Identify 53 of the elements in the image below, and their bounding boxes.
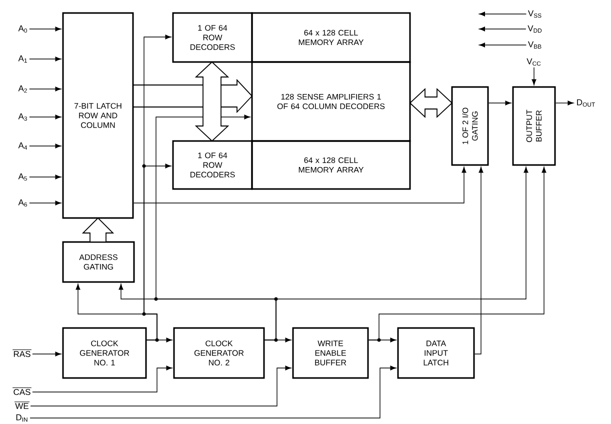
arrow	[555, 100, 574, 106]
memory-array-box: 64 x 128 CELL MEMORY ARRAY	[251, 12, 411, 63]
signal-label: A$_{6}$	[18, 199, 27, 207]
arrow	[488, 100, 512, 106]
memory-array-box: 64 x 128 CELL MEMORY ARRAY	[251, 140, 411, 190]
latch-box: DATA INPUT LATCH	[397, 327, 475, 379]
arrow	[479, 12, 527, 16]
arrow	[29, 26, 62, 32]
arrow	[532, 67, 536, 86]
clock-generator-box: CLOCK GENERATOR NO. 2	[173, 327, 265, 379]
arrow	[30, 366, 396, 418]
arrow	[29, 174, 62, 180]
signal-label: D$_{IN}$	[16, 414, 28, 422]
signal-label: V$_{DD}$	[528, 25, 542, 33]
decoder-box: 1 OF 64 ROW DECODERS	[172, 12, 253, 63]
clock-generator-box: CLOCK GENERATOR NO. 1	[62, 327, 147, 379]
sense-amplifier-box: 128 SENSE AMPLIFIERS 1 OF 64 COLUMN DECODERS	[251, 61, 411, 142]
arrow	[368, 166, 546, 340]
gating-box: 1 OF 2 I/O GATING	[451, 86, 489, 166]
hollow-arrow	[132, 78, 253, 114]
decoder-box: 1 OF 64 ROW DECODERS	[172, 140, 253, 190]
signal-label: A$_{4}$	[18, 142, 28, 150]
signal-label: A$_{0}$	[18, 25, 27, 33]
arrow	[29, 200, 62, 206]
arrow	[474, 166, 484, 354]
signal-label: A$_{1}$	[18, 55, 27, 63]
latch-box: 7-BIT LATCH ROW AND COLUMN	[62, 12, 134, 219]
arrow	[30, 366, 292, 406]
buffer-box: OUTPUT BUFFER	[512, 86, 556, 166]
hollow-arrow	[82, 217, 114, 242]
signal-label: WE	[14, 402, 30, 409]
signal-label: D$_{OUT}$	[577, 99, 595, 107]
arrow	[29, 144, 62, 148]
arrow	[32, 352, 62, 356]
signal-label: A$_{5}$	[18, 173, 27, 181]
signal-label: V$_{CC}$	[526, 58, 541, 66]
arrow	[133, 166, 466, 204]
signal-label: V$_{BB}$	[528, 41, 542, 49]
signal-label: A$_{3}$	[18, 113, 27, 121]
signal-label: CAS	[12, 388, 32, 395]
arrow	[29, 56, 62, 62]
signal-label: A$_{2}$	[18, 85, 27, 93]
arrow	[479, 26, 526, 32]
gating-box: ADDRESS GATING	[62, 241, 135, 283]
arrow	[144, 164, 172, 340]
arrow	[479, 42, 527, 48]
signal-label: RAS	[12, 350, 32, 357]
arrow	[29, 114, 62, 120]
signal-label: V$_{SS}$	[528, 10, 542, 18]
arrow	[29, 86, 62, 92]
arrow	[264, 166, 528, 340]
buffer-box: WRITE ENABLE BUFFER	[292, 327, 369, 379]
arrow	[32, 366, 172, 392]
